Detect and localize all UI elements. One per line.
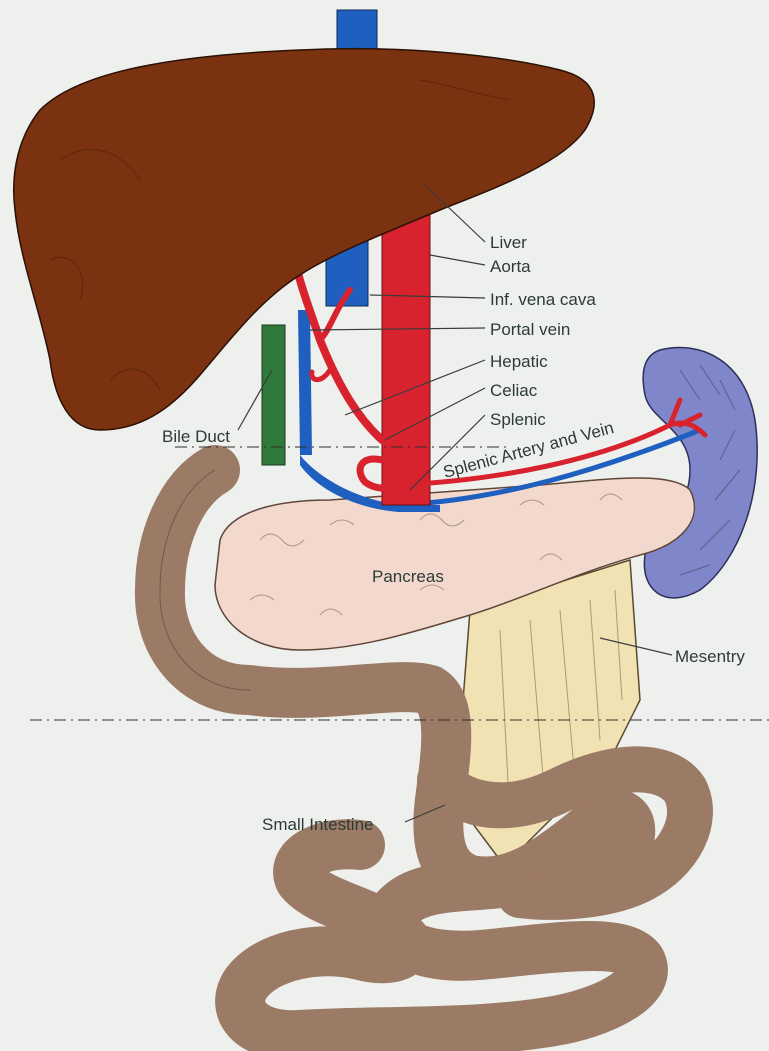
label-bile-duct: Bile Duct	[162, 427, 230, 446]
label-pancreas: Pancreas	[372, 567, 444, 586]
label-portal-vein: Portal vein	[490, 320, 570, 339]
label-hepatic: Hepatic	[490, 352, 548, 371]
label-liver: Liver	[490, 233, 527, 252]
aorta-shape	[382, 215, 430, 505]
label-small-intestine: Small Intestine	[262, 815, 374, 834]
spleen-shape	[643, 348, 757, 598]
label-aorta: Aorta	[490, 257, 531, 276]
label-mesentry: Mesentry	[675, 647, 745, 666]
label-splenic: Splenic	[490, 410, 546, 429]
label-celiac: Celiac	[490, 381, 538, 400]
bile-duct-shape	[262, 325, 285, 465]
label-ivc: Inf. vena cava	[490, 290, 596, 309]
